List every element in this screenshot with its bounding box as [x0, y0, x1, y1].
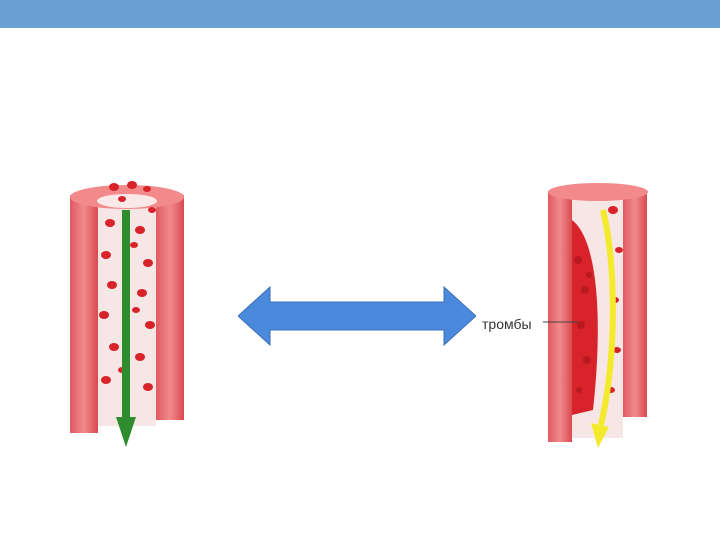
top-bar	[0, 0, 720, 28]
thrombus-vessel-illustration	[543, 180, 658, 450]
vessel-left-wall	[70, 195, 98, 433]
double-headed-arrow-icon	[238, 285, 476, 347]
healthy-vessel-illustration	[62, 175, 192, 455]
thrombus-label: тромбы	[482, 316, 532, 332]
vessel-right-wall	[156, 195, 184, 420]
